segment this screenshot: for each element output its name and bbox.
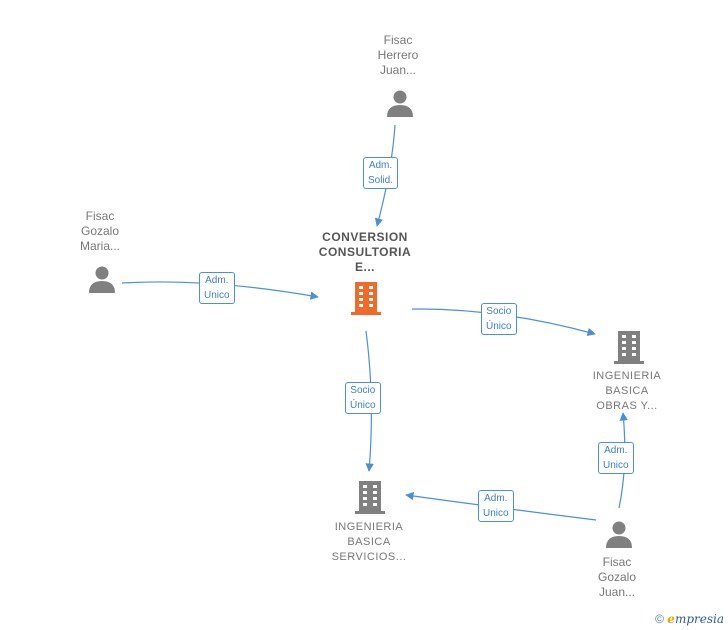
node-label-ingenieria-servicios[interactable]: INGENIERIA BASICA SERVICIOS... [331,521,407,563]
node-label-fisac-gozalo-maria[interactable]: Fisac Gozalo Maria... [79,209,120,253]
node-label-fisac-gozalo-juan[interactable]: Fisac Gozalo Juan... [597,555,637,599]
copyright-symbol: © [655,612,664,626]
edge-label-socio-unico: Socio Único [345,382,381,414]
building-icon[interactable] [353,479,387,515]
building-icon[interactable] [349,280,383,316]
person-icon[interactable] [604,519,634,549]
edge-label-adm-unico: Adm. Unico [598,442,634,474]
edge-label-socio-unico: Socio Único [481,303,517,335]
empresia-logo: empresia [667,612,724,626]
node-label-ingenieria-obras[interactable]: INGENIERIA BASICA OBRAS Y... [592,370,662,412]
edge-label-adm-unico: Adm. Unico [478,490,514,522]
edge-label-adm-unico: Adm. Unico [199,272,235,304]
person-icon[interactable] [87,264,117,294]
edge-label-adm-solid: Adm. Solid. [363,157,399,189]
building-icon[interactable] [612,329,646,365]
node-label-conversion-consultoria[interactable]: CONVERSION CONSULTORIA E... [318,230,412,274]
person-icon[interactable] [385,88,415,118]
footer-credit[interactable]: © empresia [655,612,724,626]
node-label-fisac-herrero[interactable]: Fisac Herrero Juan... [377,33,419,77]
